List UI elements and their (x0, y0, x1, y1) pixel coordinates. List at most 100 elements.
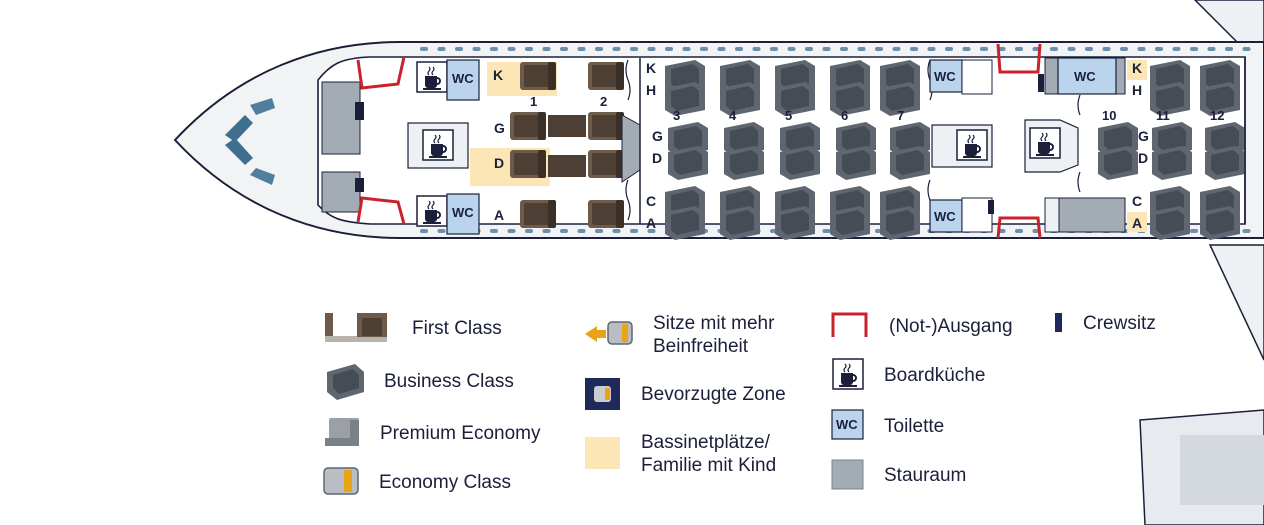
toilet-front-left (446, 59, 480, 101)
galley-icon (422, 129, 454, 161)
window (1190, 229, 1198, 233)
window (420, 47, 428, 51)
window (595, 47, 603, 51)
window (787, 47, 796, 51)
window (420, 229, 428, 233)
window (612, 47, 621, 51)
seat-letter: G (1138, 128, 1149, 144)
window (507, 229, 516, 233)
window (472, 47, 481, 51)
exit-door-mid-left (996, 43, 1042, 74)
window (1190, 47, 1198, 51)
wc-label: WC (452, 71, 474, 86)
window (875, 47, 883, 51)
galley-cabinet (961, 59, 993, 95)
legend-galley: Boardküche (884, 365, 986, 386)
first-class-ottoman (548, 115, 586, 137)
window (770, 47, 778, 51)
window (1015, 229, 1023, 233)
window (857, 47, 866, 51)
legend-exit: (Not-)Ausgang (889, 316, 1013, 337)
seat-letter: D (1138, 150, 1148, 166)
row-number: 11 (1156, 108, 1170, 123)
window (945, 47, 953, 51)
toilet-rear (1057, 57, 1117, 95)
first-class-seat (588, 200, 624, 228)
legend-bassinet-line2: Familie mit Kind (641, 455, 777, 476)
legend-preferred-zone-icon (585, 378, 620, 410)
window (927, 47, 936, 51)
toilet-front-right (446, 193, 480, 235)
storage-cockpit (321, 81, 361, 155)
vertical-stabilizer (1193, 0, 1264, 46)
legend-premium-economy: Premium Economy (380, 423, 541, 444)
crew-seat (355, 178, 364, 192)
seat-letter: A (646, 215, 656, 231)
window (437, 229, 446, 233)
seat-letter: K (493, 67, 503, 83)
galley-cabinet (961, 197, 993, 233)
legend-crew-seat-icon (1055, 313, 1062, 332)
legend-business-class-icon (327, 364, 364, 400)
row-number: 1 (530, 94, 537, 109)
seat-letter: G (652, 128, 663, 144)
legend-exit-icon (831, 312, 868, 337)
bassinet-zone (1127, 60, 1147, 80)
crew-seat (355, 102, 364, 120)
legend-storage: Stauraum (884, 465, 967, 486)
legend-crew-seat: Crewsitz (1083, 313, 1156, 334)
first-class-seat (588, 62, 624, 90)
legend-economy-class: Economy Class (379, 472, 511, 493)
window (1242, 229, 1251, 233)
cockpit-window (250, 98, 275, 115)
cockpit-window (225, 138, 253, 165)
window (1225, 47, 1233, 51)
window (735, 47, 743, 51)
row-number: 2 (600, 94, 607, 109)
window (542, 47, 551, 51)
legend-first-class: First Class (412, 318, 502, 339)
row-number: 7 (897, 108, 904, 123)
legend-storage-icon (831, 459, 864, 490)
window (630, 47, 638, 51)
seat-letter: K (646, 60, 656, 76)
window (1172, 47, 1181, 51)
first-class-seat (588, 150, 624, 178)
window (752, 47, 761, 51)
window (542, 229, 551, 233)
bassinet-zone (1127, 212, 1147, 232)
wing (1208, 244, 1264, 361)
legend-economy-class-icon (323, 467, 359, 495)
window (577, 229, 586, 233)
window (577, 47, 586, 51)
window (437, 47, 446, 51)
crew-seat (1038, 74, 1044, 92)
window (525, 47, 533, 51)
window (647, 47, 656, 51)
legend-legroom-line2: Beinfreiheit (653, 336, 749, 357)
window (980, 47, 988, 51)
wc-label: WC (934, 209, 956, 224)
engine-inlet (1180, 435, 1264, 505)
toilet-mid-left (929, 59, 963, 93)
seat-letter: D (494, 155, 504, 171)
legend-bassinet-icon (585, 437, 620, 469)
legend-business-class: Business Class (384, 371, 514, 392)
curtain (625, 59, 631, 221)
window (717, 47, 726, 51)
exit-door-front-right (356, 196, 406, 225)
window (525, 229, 533, 233)
first-class-seat (510, 150, 546, 178)
exit-door-mid-right (996, 216, 1042, 239)
galley-icon (956, 129, 988, 161)
cockpit-window (225, 115, 253, 142)
window (1067, 47, 1076, 51)
window (1050, 47, 1058, 51)
first-class-seat (520, 62, 556, 90)
window (822, 229, 831, 233)
legend-premium-economy-icon (325, 418, 359, 446)
window (682, 47, 691, 51)
seat-letter: C (646, 193, 656, 209)
window (665, 47, 673, 51)
